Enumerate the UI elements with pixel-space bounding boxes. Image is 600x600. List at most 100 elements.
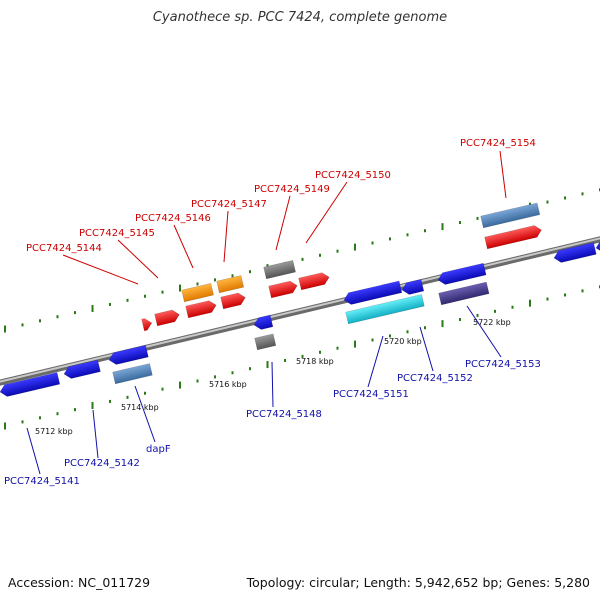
label-leader-lines — [26, 150, 507, 475]
gene-arrow — [63, 359, 101, 379]
gene-arrow — [108, 344, 149, 365]
gene-arrow — [220, 292, 246, 310]
leader-line — [26, 427, 41, 475]
gene-label: PCC7424_5142 — [64, 458, 140, 469]
gene-label: PCC7424_5152 — [397, 373, 473, 384]
gene-arrow — [345, 294, 425, 325]
minor-tick — [301, 354, 304, 358]
minor-tick — [546, 200, 549, 204]
gene-arrow — [185, 300, 217, 319]
gene-label: PCC7424_5149 — [254, 184, 330, 195]
leader-line — [223, 210, 229, 263]
minor-tick — [459, 221, 461, 225]
minor-tick — [196, 379, 199, 383]
minor-tick — [74, 311, 76, 315]
leader-line — [275, 195, 291, 251]
minor-tick — [126, 298, 129, 302]
minor-tick — [144, 391, 146, 395]
major-tick — [354, 243, 356, 251]
gene-arrow — [480, 202, 541, 229]
minor-tick — [196, 282, 199, 286]
leader-line — [305, 181, 348, 244]
scale-label: 5712 kbp — [35, 427, 73, 436]
minor-tick — [581, 192, 584, 196]
gene-arrow — [553, 242, 597, 263]
minor-tick — [56, 315, 59, 319]
minor-tick — [424, 326, 426, 330]
scale-label: 5720 kbp — [384, 337, 422, 346]
leader-line — [62, 254, 139, 285]
minor-tick — [406, 330, 409, 334]
reverse-gene-labels: PCC7424_5141 PCC7424_5142 dapF PCC7424_5… — [4, 359, 541, 487]
gene-label: PCC7424_5153 — [465, 359, 541, 370]
minor-tick — [109, 399, 111, 403]
minor-tick — [389, 334, 391, 338]
genome-backbone — [0, 236, 600, 386]
gene-arrow — [254, 333, 277, 351]
minor-tick — [336, 249, 339, 253]
gene-label: PCC7424_5151 — [333, 389, 409, 400]
gene-arrow — [343, 280, 403, 305]
gene-label: PCC7424_5146 — [135, 213, 211, 224]
major-tick — [4, 422, 6, 430]
accession-text: Accession: NC_011729 — [8, 575, 151, 590]
minor-tick — [161, 290, 164, 294]
minor-tick — [476, 216, 479, 220]
gene-arrow — [141, 318, 153, 332]
major-tick — [91, 402, 94, 410]
major-tick — [179, 381, 181, 389]
minor-tick — [494, 309, 496, 313]
minor-tick — [546, 297, 549, 301]
minor-tick — [336, 346, 339, 350]
backbone-highlight — [0, 237, 600, 383]
minor-tick — [214, 375, 216, 379]
minor-tick — [371, 338, 374, 342]
gene-label: PCC7424_5141 — [4, 476, 80, 487]
minor-tick — [39, 319, 41, 323]
tick-row-reverse — [4, 285, 600, 430]
minor-tick — [564, 196, 566, 200]
minor-tick — [371, 241, 374, 245]
leader-line — [419, 326, 434, 372]
minor-tick — [581, 289, 584, 293]
minor-tick — [249, 270, 251, 274]
leader-line — [134, 385, 156, 443]
leader-line — [499, 150, 507, 199]
map-title: Cyanothece sp. PCC 7424, complete genome — [152, 10, 448, 25]
topology-text: Topology: circular; Length: 5,942,652 bp… — [246, 575, 590, 590]
minor-tick — [144, 294, 146, 298]
gene-arrow — [298, 272, 330, 291]
major-tick — [266, 361, 269, 369]
minor-tick — [231, 371, 234, 375]
gene-label: dapF — [146, 444, 171, 455]
minor-tick — [231, 274, 234, 278]
gene-arrow — [438, 281, 490, 306]
forward-gene-labels: PCC7424_5144 PCC7424_5145 PCC7424_5146 P… — [26, 138, 536, 254]
minor-tick — [126, 395, 129, 399]
minor-tick — [39, 416, 41, 420]
scale-label: 5714 kbp — [121, 403, 159, 412]
minor-tick — [476, 313, 479, 317]
major-tick — [91, 305, 94, 313]
minor-tick — [389, 237, 391, 241]
leader-line — [271, 361, 274, 408]
leader-line — [367, 335, 384, 388]
scale-label: 5718 kbp — [296, 357, 334, 366]
minor-tick — [564, 293, 566, 297]
gene-label: PCC7424_5145 — [79, 228, 155, 239]
gene-arrow — [268, 280, 298, 299]
major-tick — [441, 320, 444, 328]
minor-tick — [511, 305, 514, 309]
minor-tick — [406, 233, 409, 237]
gene-arrow — [154, 309, 180, 327]
major-tick — [441, 223, 444, 231]
gene-label: PCC7424_5154 — [460, 138, 536, 149]
gene-arrow — [181, 283, 214, 303]
major-tick — [354, 340, 356, 348]
gene-arrow — [263, 260, 296, 280]
gene-label: PCC7424_5148 — [246, 409, 322, 420]
major-tick — [4, 325, 6, 333]
gene-arrow — [216, 275, 245, 294]
scale-labels: 5712 kbp 5714 kbp 5716 kbp 5718 kbp 5720… — [35, 318, 511, 436]
